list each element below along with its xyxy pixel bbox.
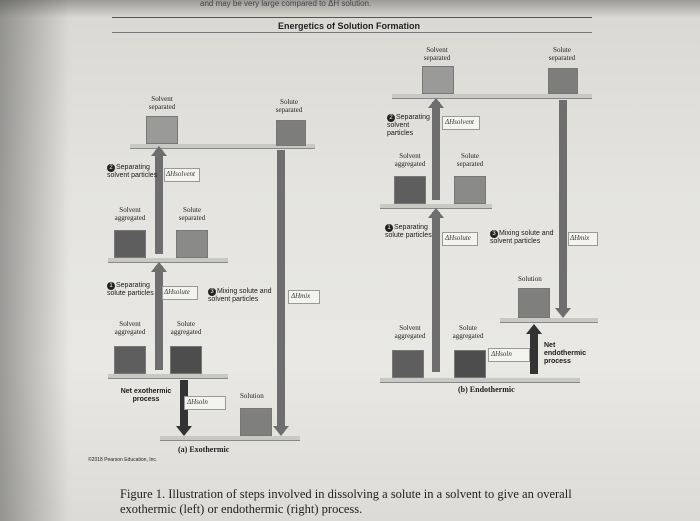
arrow-solvent-shaft	[432, 102, 440, 200]
label-solute-separated: Solute separated	[275, 98, 303, 114]
arrow-down-head-icon	[273, 426, 289, 436]
net-endothermic-label: Net endothermic process	[544, 342, 587, 365]
arrow-down-head-icon	[176, 426, 192, 436]
dh-mix-label: ΔHmix	[291, 292, 311, 300]
dh-box	[288, 290, 320, 304]
label-solute-separated-2: Solute separated	[456, 152, 484, 168]
dh-box	[162, 286, 198, 300]
dh-box	[488, 348, 530, 362]
caption-exothermic: (a) Exothermic	[178, 445, 230, 454]
arrow-mix-shaft	[559, 100, 567, 308]
title-rule-bottom	[112, 32, 592, 33]
beaker-solute-aggregated	[454, 350, 486, 378]
arrow-down-head-icon	[555, 308, 571, 318]
platform-aggregated	[108, 374, 228, 379]
beaker-solution	[518, 288, 550, 318]
label-solvent-aggregated-2: Solvent aggregated	[394, 324, 426, 340]
arrow-up-head-icon	[151, 262, 167, 272]
platform-separated	[392, 94, 592, 99]
beaker-solvent-separated	[146, 116, 178, 144]
label-solute-separated-2: Solute separated	[178, 206, 206, 222]
label-solvent-aggregated: Solvent aggregated	[114, 206, 146, 222]
label-solution: Solution	[518, 275, 542, 283]
beaker-solute-separated	[276, 120, 306, 146]
platform-aggregated	[380, 378, 580, 383]
label-solute-separated: Solute separated	[548, 46, 576, 62]
dh-box	[442, 232, 478, 246]
dh-box	[568, 232, 598, 246]
dh-solute-label: ΔHsolute	[164, 288, 190, 296]
beaker-solvent-aggregated	[114, 346, 146, 374]
label-solvent-aggregated: Solvent aggregated	[394, 152, 426, 168]
beaker-solute-separated	[454, 176, 486, 204]
beaker-solution	[240, 408, 272, 436]
label-solution: Solution	[240, 392, 264, 400]
beaker-solvent-aggregated	[394, 176, 426, 204]
arrow-up-head-icon	[151, 146, 167, 156]
platform-separated	[130, 144, 315, 149]
platform-solvent-aggregated	[108, 258, 228, 263]
caption-endothermic: (b) Endothermic	[458, 385, 515, 394]
platform-solution	[160, 436, 300, 441]
platform-solution	[500, 318, 598, 323]
arrow-up-head-icon	[428, 208, 444, 218]
beaker-solvent-aggregated	[392, 350, 424, 378]
dh-box	[164, 168, 200, 182]
label-solvent-separated: Solvent separated	[148, 95, 176, 111]
figure-caption: Figure 1. Illustration of steps involved…	[120, 487, 572, 516]
copyright: ©2018 Pearson Education, Inc.	[88, 457, 158, 463]
beaker-solute-separated	[548, 68, 578, 94]
beaker-solute-separated	[176, 230, 208, 258]
arrow-up-head-icon	[526, 324, 542, 334]
page-left-shadow	[0, 0, 70, 521]
label-solvent-separated: Solvent separated	[423, 46, 451, 62]
arrow-net-shaft	[530, 332, 538, 374]
dh-solvent-label: ΔHsolvent	[445, 118, 474, 126]
arrow-solute-shaft	[155, 266, 163, 370]
arrow-up-head-icon	[428, 98, 444, 108]
dh-solute-label: ΔHsolute	[445, 234, 471, 242]
beaker-solvent-separated	[422, 66, 454, 94]
label-solvent-aggregated-2: Solvent aggregated	[114, 320, 146, 336]
arrow-mix-shaft	[277, 150, 285, 426]
dh-solvent-label: ΔHsolvent	[166, 170, 195, 178]
label-solute-aggregated: Solute aggregated	[452, 324, 484, 340]
page-top-shadow	[0, 0, 700, 18]
label-solute-aggregated: Solute aggregated	[170, 320, 202, 336]
diagram-title: Energetics of Solution Formation	[278, 21, 421, 31]
dh-box	[184, 396, 226, 410]
dh-soln-label: ΔHsoln	[491, 350, 512, 358]
dh-box	[442, 116, 480, 130]
beaker-solute-aggregated	[170, 346, 202, 374]
arrow-solute-shaft	[432, 212, 440, 372]
beaker-solvent-aggregated	[114, 230, 146, 258]
dh-soln-label: ΔHsoln	[187, 398, 208, 406]
title-rule	[112, 17, 592, 18]
dh-mix-label: ΔHmix	[570, 234, 590, 242]
net-exothermic-label: Net exothermic process	[120, 388, 172, 403]
arrow-solvent-shaft	[155, 150, 163, 254]
top-cut-text: and may be very large compared to ΔH sol…	[200, 0, 372, 8]
